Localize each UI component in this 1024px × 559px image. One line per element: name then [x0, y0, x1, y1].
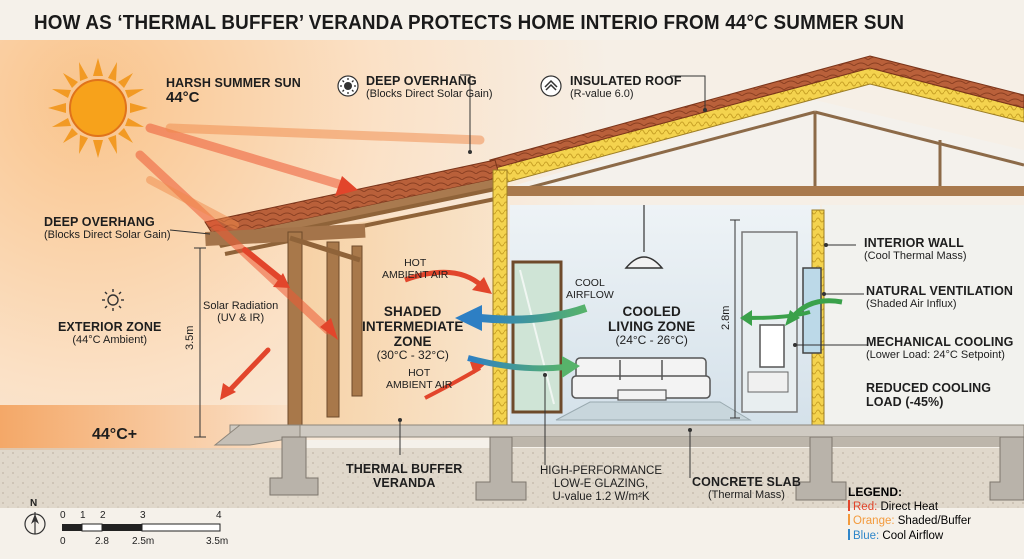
sun-temperature: 44°C	[166, 89, 200, 106]
scale-bottom-0: 0	[60, 536, 66, 547]
slab-subtitle: (Thermal Mass)	[707, 489, 785, 501]
shaded-zone-2: INTERMEDIATE	[362, 319, 464, 335]
mechanical-cooling-subtitle: (Lower Load: 24°C Setpoint)	[866, 349, 1005, 361]
exterior-sun-icon	[102, 289, 124, 311]
small-sun-icon	[337, 75, 359, 97]
legend: LEGEND: Red: Direct Heat Orange: Shaded/…	[848, 485, 971, 543]
overhang-left-title: DEEP OVERHANG	[44, 215, 155, 229]
scale-tick-3: 3	[140, 510, 146, 521]
hot-air-top-2: AMBIENT AIR	[382, 268, 449, 281]
cooled-zone-1: COOLED	[622, 304, 681, 319]
interior-wall-title: INTERIOR WALL	[864, 236, 964, 250]
roof-title: INSULATED ROOF	[570, 74, 682, 88]
page-title: HOW AS ‘THERMAL BUFFER’ VERANDA PROTECTS…	[34, 11, 905, 34]
scale-tick-1: 1	[80, 510, 86, 521]
overhang-top-title: DEEP OVERHANG	[366, 74, 477, 88]
legend-item-red: Red: Direct Heat	[848, 500, 971, 514]
hot-air-bottom-1: HOT	[408, 367, 431, 379]
ground-temperature: 44°C+	[92, 426, 138, 443]
scale-bottom-1: 2.8	[95, 536, 109, 547]
reduced-load-2: LOAD (-45%)	[866, 395, 944, 409]
interior-wall-subtitle: (Cool Thermal Mass)	[864, 250, 967, 262]
overhang-left-subtitle: (Blocks Direct Solar Gain)	[44, 229, 171, 241]
north-arrow-icon	[24, 512, 46, 535]
scale-tick-4: 4	[216, 510, 222, 521]
north-label: N	[30, 498, 38, 509]
veranda-label-2: VERANDA	[372, 476, 436, 490]
scale-bottom-3: 3.5m	[206, 536, 229, 547]
legend-item-blue: Blue: Cool Airflow	[848, 528, 971, 543]
ventilation-title: NATURAL VENTILATION	[866, 284, 1014, 298]
glazing-1: HIGH-PERFORMANCE	[540, 465, 663, 477]
glazing-3: U-value 1.2 W/m²K	[552, 490, 650, 503]
cooled-zone-temp: (24°C - 26°C)	[615, 333, 688, 348]
cooled-zone-2: LIVING ZONE	[608, 319, 696, 335]
ventilation-subtitle: (Shaded Air Influx)	[866, 298, 957, 310]
solar-radiation-sub: (UV & IR)	[217, 312, 265, 325]
scale-tick-2: 2	[100, 510, 106, 521]
glazing-2: LOW-E GLAZING,	[553, 477, 649, 490]
cool-airflow-1: COOL	[575, 277, 605, 289]
hot-air-bottom-2: AMBIENT AIR	[386, 378, 453, 391]
shaded-zone-1: SHADED	[383, 304, 442, 319]
veranda-label-1: THERMAL BUFFER	[346, 462, 463, 476]
solar-radiation-label: Solar Radiation	[203, 300, 279, 312]
slab-title: CONCRETE SLAB	[692, 475, 801, 489]
shaded-zone-3: ZONE	[393, 334, 432, 350]
hot-air-top-1: HOT	[404, 257, 427, 269]
exterior-zone-title: EXTERIOR ZONE	[58, 320, 162, 334]
scale-bottom-2: 2.5m	[132, 536, 155, 547]
exterior-zone-subtitle: (44°C Ambient)	[72, 334, 148, 346]
roof-icon	[540, 75, 562, 97]
sun-title: HARSH SUMMER SUN	[166, 76, 301, 90]
scale-bar	[62, 523, 221, 532]
height-right-label: 2.8m	[720, 305, 732, 330]
shaded-zone-temp: (30°C - 32°C)	[376, 348, 449, 363]
scale-tick-0: 0	[60, 510, 66, 521]
sun-icon	[48, 58, 148, 158]
legend-heading: LEGEND:	[848, 485, 902, 499]
legend-item-orange: Orange: Shaded/Buffer	[848, 514, 971, 528]
reduced-load-1: REDUCED COOLING	[866, 381, 992, 395]
mechanical-cooling-title: MECHANICAL COOLING	[866, 335, 1014, 349]
overhang-top-subtitle: (Blocks Direct Solar Gain)	[366, 88, 493, 100]
roof-subtitle: (R-value 6.0)	[570, 88, 634, 100]
height-left-label: 3.5m	[184, 325, 196, 350]
cool-airflow-2: AIRFLOW	[566, 288, 614, 301]
